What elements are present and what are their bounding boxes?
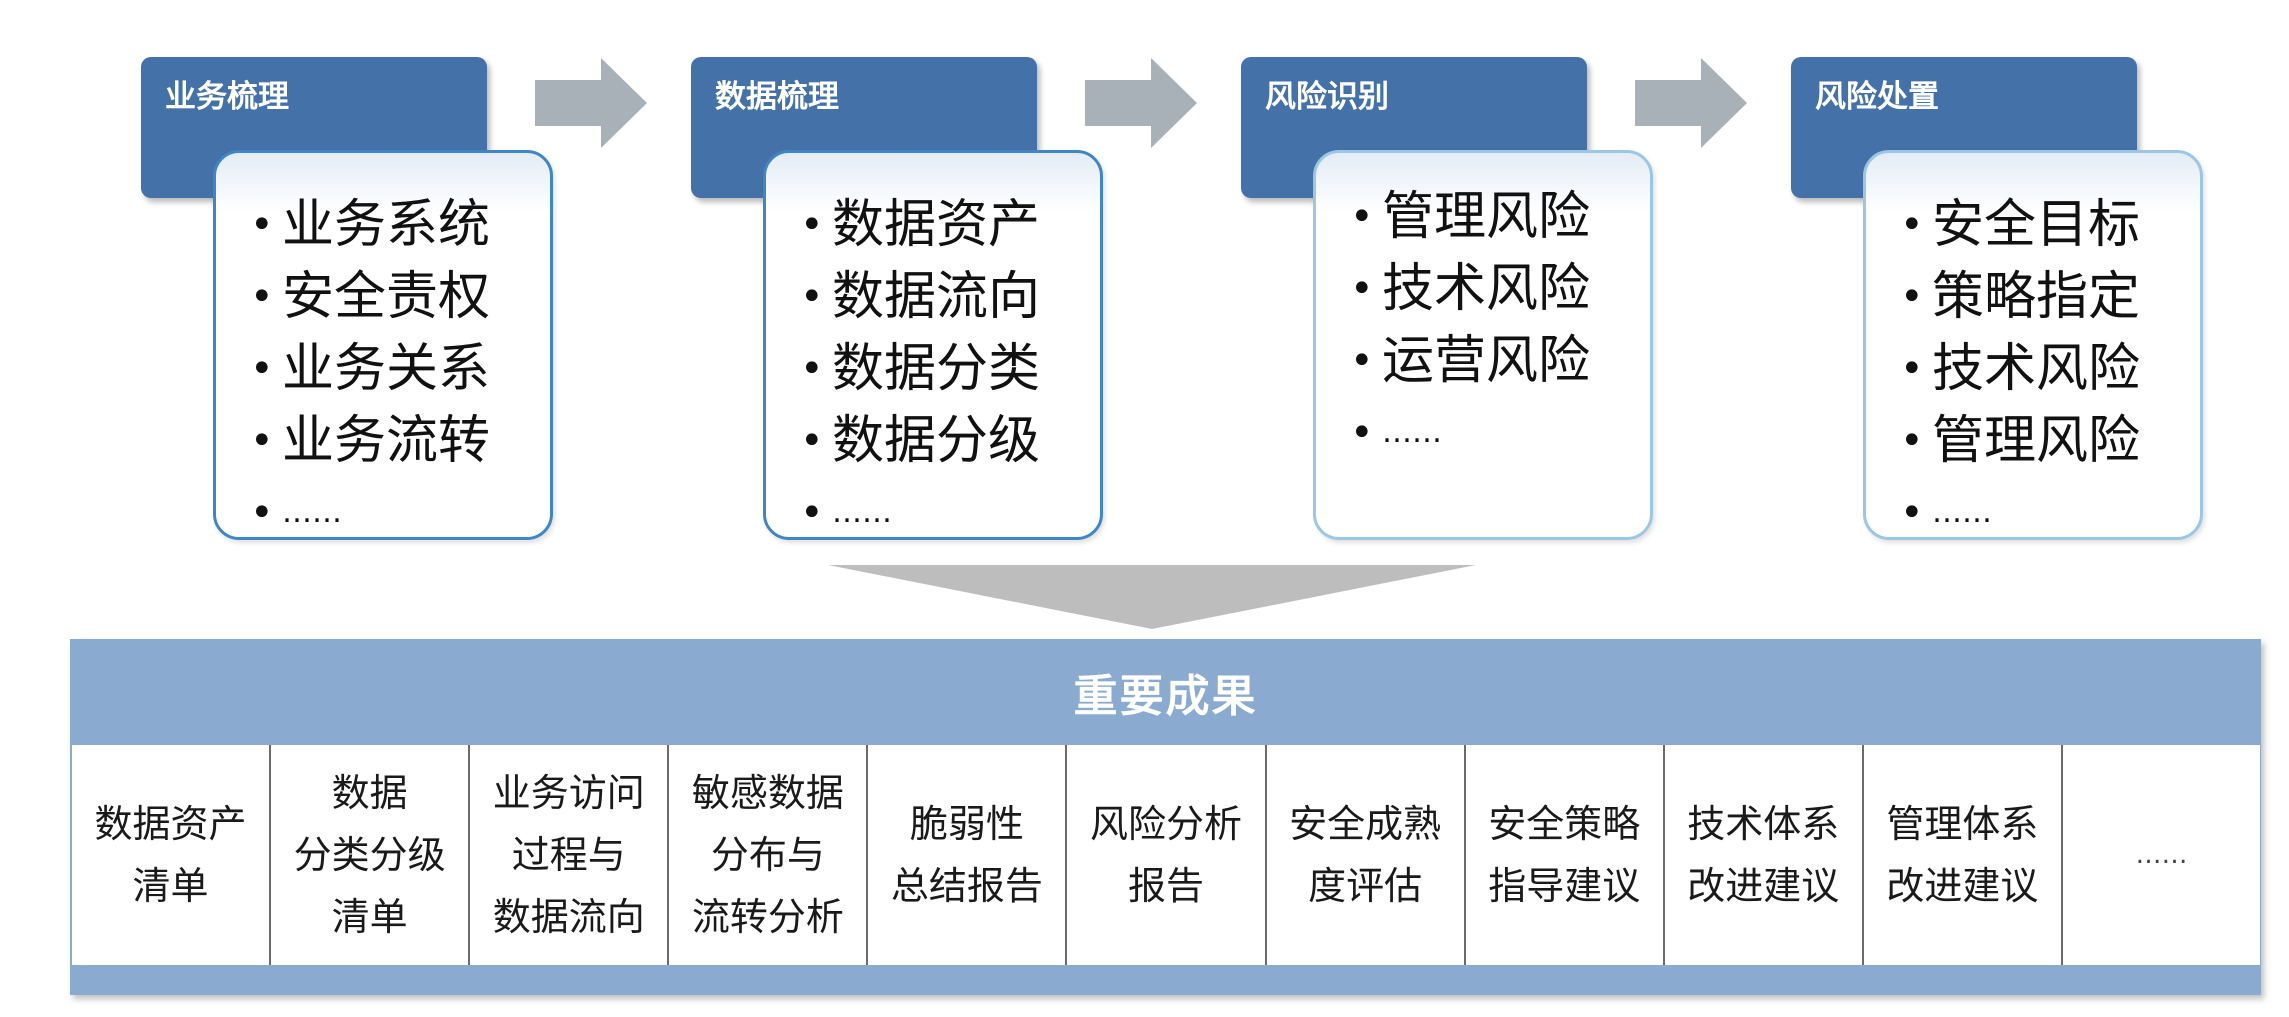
flow-arrow-icon (1635, 58, 1747, 148)
result-cell: 安全成熟 度评估 (1267, 745, 1466, 965)
stage-4-card: 安全目标 策略指定 技术风险 管理风险 …… (1863, 150, 2203, 549)
result-cell: 敏感数据 分布与 流转分析 (669, 745, 869, 965)
stage-2-title: 数据梳理 (715, 79, 839, 115)
stage-4-item: 技术风险 (1900, 333, 2140, 405)
stage-3-item: 管理风险 (1350, 181, 1590, 253)
stage-3-title: 风险识别 (1265, 79, 1389, 115)
results-title: 重要成果 (1073, 671, 1258, 722)
result-cell: 风险分析 报告 (1067, 745, 1267, 965)
results-panel: 重要成果 数据资产 清单 数据 分类分级 清单 业务访问 过程与 数据流向 敏感… (70, 639, 2261, 995)
stage-2-item: 数据资产 (800, 189, 1040, 261)
result-cell: 安全策略 指导建议 (1466, 745, 1665, 965)
result-cell-ellipsis: …… (2135, 840, 2188, 870)
stage-4-title: 风险处置 (1815, 79, 1939, 115)
stage-1-item: 业务系统 (250, 189, 490, 261)
stage-1-item: 业务关系 (250, 333, 490, 405)
stage-4-list: 安全目标 策略指定 技术风险 管理风险 …… (1900, 189, 2140, 549)
result-cell: 脆弱性 总结报告 (868, 745, 1068, 965)
stage-3-item: 技术风险 (1350, 253, 1590, 325)
stage-2-card: 数据资产 数据流向 数据分类 数据分级 …… (763, 150, 1103, 549)
stage-3-list: 管理风险 技术风险 运营风险 …… (1350, 181, 1590, 469)
flow-arrow-icon (1085, 58, 1197, 148)
stage-1-item: 业务流转 (250, 405, 490, 477)
stage-1-item: 安全责权 (250, 261, 490, 333)
stage-1-card: 业务系统 安全责权 业务关系 业务流转 …… (213, 150, 553, 549)
stage-4-item: 管理风险 (1900, 405, 2140, 477)
funnel-arrow-icon (828, 565, 1476, 629)
result-cell: 技术体系 改进建议 (1665, 745, 1864, 965)
stage-1-list: 业务系统 安全责权 业务关系 业务流转 …… (250, 189, 490, 549)
stage-2-list: 数据资产 数据流向 数据分类 数据分级 …… (800, 189, 1040, 549)
stage-3-item: 运营风险 (1350, 325, 1590, 397)
stage-3-card: 管理风险 技术风险 运营风险 …… (1313, 150, 1653, 540)
result-cell: 数据资产 清单 (72, 745, 272, 965)
result-cell: 业务访问 过程与 数据流向 (470, 745, 670, 965)
result-cell: 管理体系 改进建议 (1864, 745, 2063, 965)
stage-1-item-ellipsis: …… (250, 477, 490, 549)
stage-2-item: 数据分类 (800, 333, 1040, 405)
flow-arrow-icon (535, 58, 647, 148)
stage-2-item: 数据分级 (800, 405, 1040, 477)
stage-1-title: 业务梳理 (165, 79, 289, 115)
stage-4-item: 安全目标 (1900, 189, 2140, 261)
result-cell: 数据 分类分级 清单 (271, 745, 471, 965)
stage-4-item-ellipsis: …… (1900, 477, 2140, 549)
results-row: 数据资产 清单 数据 分类分级 清单 业务访问 过程与 数据流向 敏感数据 分布… (72, 745, 2260, 965)
stage-2-item-ellipsis: …… (800, 477, 1040, 549)
stage-3-item-ellipsis: …… (1350, 397, 1590, 469)
stage-2-item: 数据流向 (800, 261, 1040, 333)
stage-4-item: 策略指定 (1900, 261, 2140, 333)
